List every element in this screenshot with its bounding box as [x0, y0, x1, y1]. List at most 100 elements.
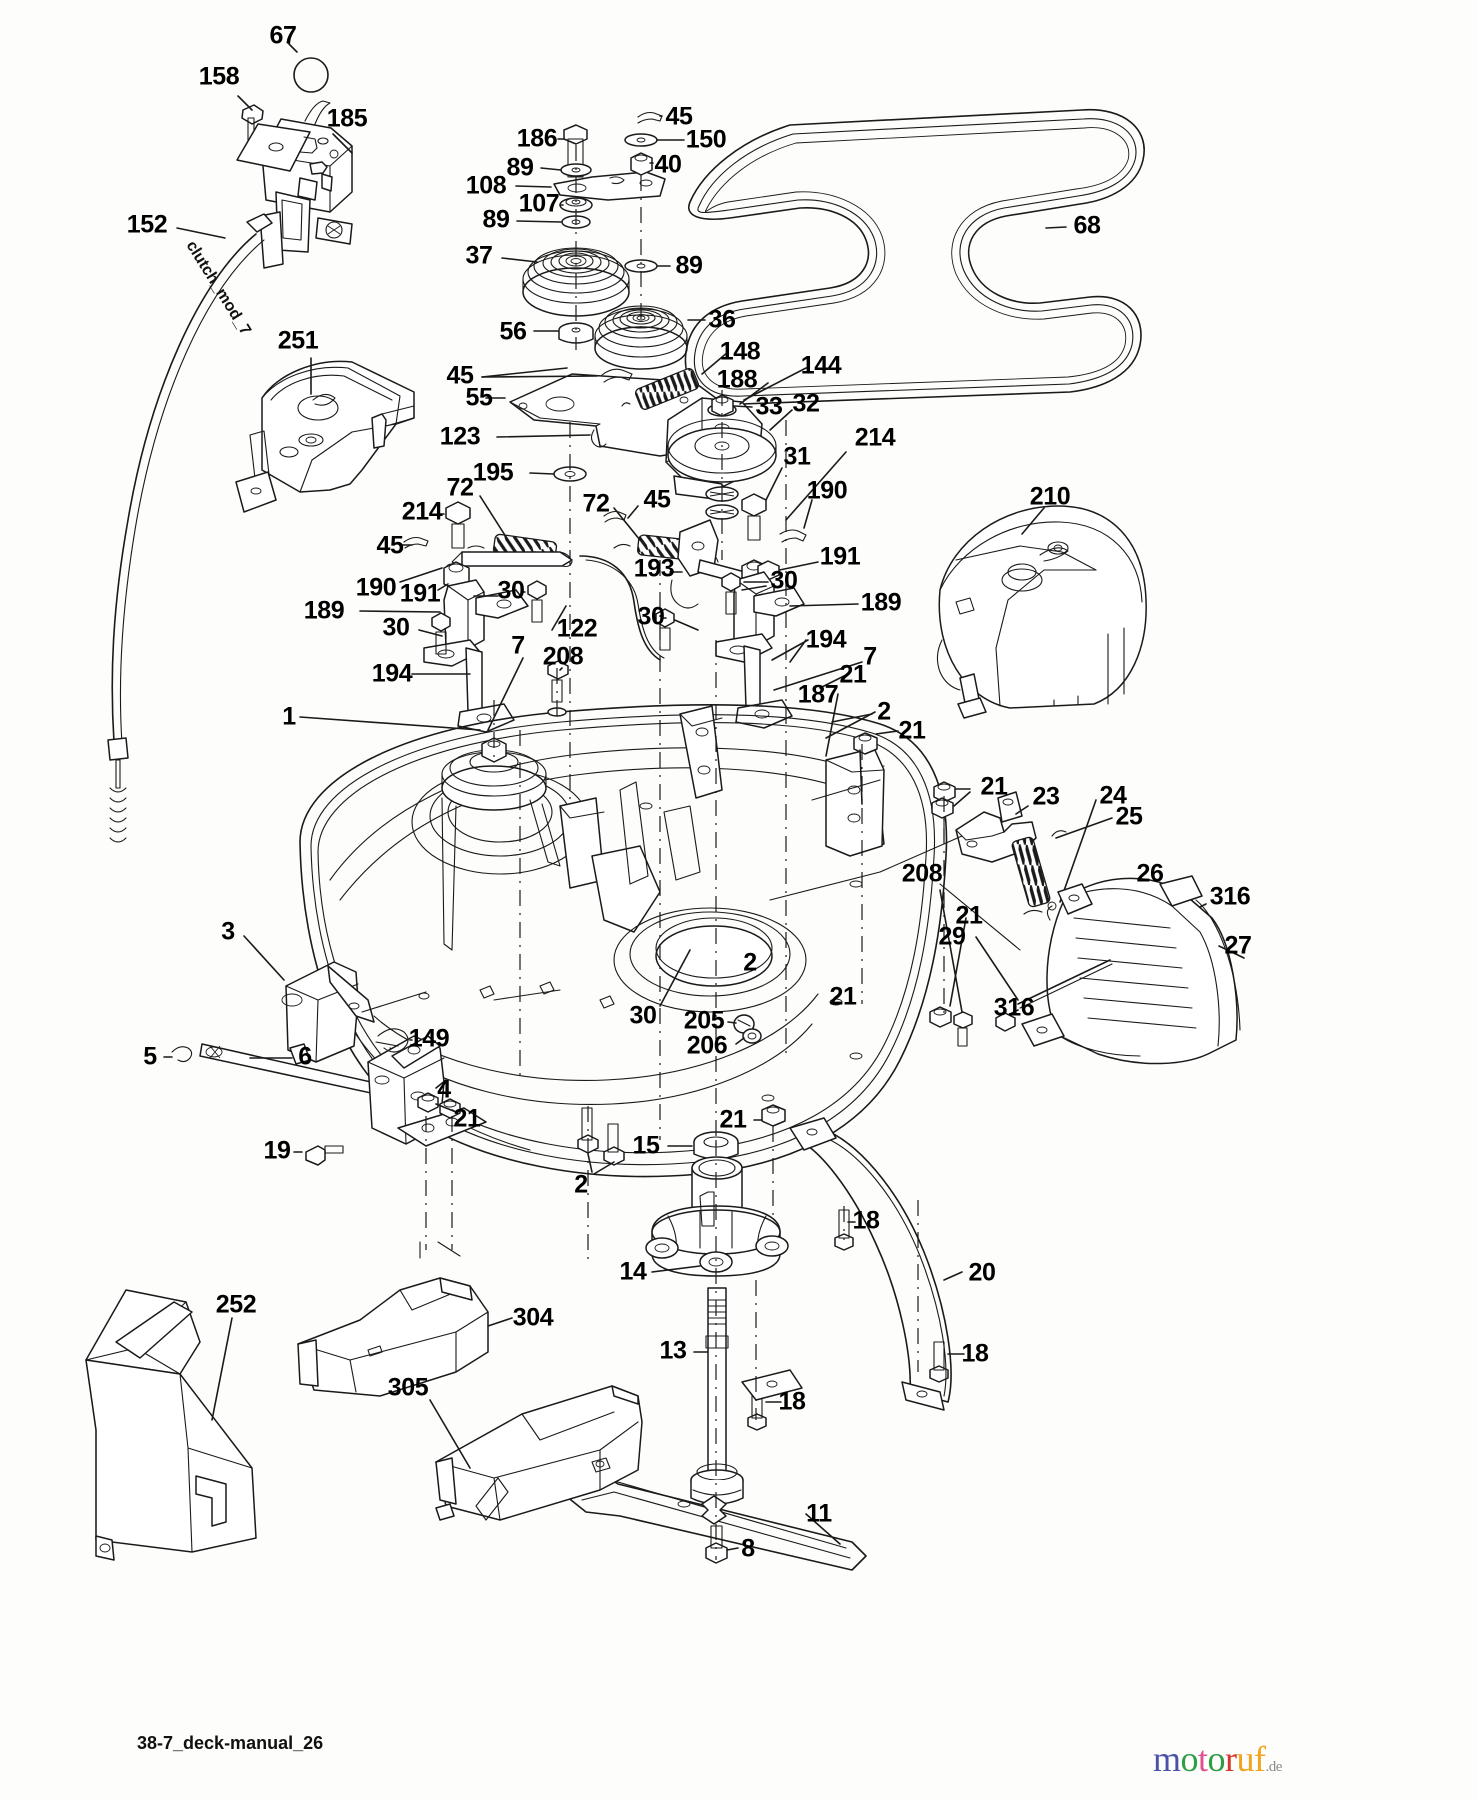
callout-191: 191 — [399, 579, 441, 608]
callout-2: 2 — [574, 1170, 588, 1199]
callout-187: 187 — [797, 680, 839, 709]
callout-11: 11 — [806, 1499, 832, 1528]
part-4-bracket — [367, 1035, 487, 1147]
part-89-washer-c — [624, 175, 671, 330]
callout-194: 194 — [371, 659, 413, 688]
part-18-bolt-b — [929, 1341, 965, 1383]
callout-45: 45 — [376, 531, 404, 560]
callout-89: 89 — [506, 153, 534, 182]
callout-23: 23 — [1032, 782, 1060, 811]
part-122-rod — [451, 551, 665, 661]
callout-89: 89 — [482, 205, 510, 234]
callout-32: 32 — [792, 389, 820, 418]
watermark-letter-5: u — [1236, 1739, 1255, 1779]
part-8-blade-bolt — [705, 1140, 739, 1564]
watermark-letter-1: o — [1180, 1739, 1199, 1779]
callout-21: 21 — [980, 772, 1008, 801]
part-2-bolt-a — [831, 713, 873, 723]
callout-2: 2 — [877, 697, 891, 726]
part-30-bolt-b — [521, 580, 547, 623]
watermark-letter-4: r — [1225, 1739, 1237, 1779]
callout-45: 45 — [643, 485, 671, 514]
callout-189: 189 — [860, 588, 902, 617]
callout-56: 56 — [499, 317, 527, 346]
part-21-lead-a — [819, 675, 845, 689]
callout-45: 45 — [446, 361, 474, 390]
callout-21: 21 — [898, 716, 926, 745]
watermark-letter-0: m — [1153, 1739, 1181, 1779]
part-45-cotter-pin-a — [637, 111, 663, 124]
part-30-bolt-a — [431, 612, 451, 655]
part-7-spacer-b — [773, 661, 863, 691]
callout-7: 7 — [511, 631, 525, 660]
part-185-clutch-bracket — [236, 100, 353, 269]
callout-72: 72 — [446, 473, 474, 502]
part-3-bracket — [243, 935, 375, 1065]
callout-37: 37 — [465, 241, 493, 270]
part-158-bolt — [237, 95, 264, 149]
part-27-discharge-chute — [1021, 875, 1245, 1065]
part-29-rod — [975, 936, 1113, 1009]
callout-144: 144 — [800, 351, 842, 380]
part-13-spindle-shaft — [690, 1287, 744, 1505]
part-2-bolts-lower — [577, 1107, 625, 1175]
part-67-cap — [288, 43, 329, 93]
callout-190: 190 — [806, 476, 848, 505]
part-252-baffle — [85, 1289, 257, 1561]
part-19-screw — [293, 1145, 344, 1166]
part-30-bolt-d — [721, 572, 769, 615]
part-36-pulley — [594, 305, 706, 370]
part-56-cap — [533, 145, 594, 350]
callout-123: 123 — [439, 422, 481, 451]
callout-13: 13 — [659, 1336, 687, 1365]
part-45-cotter-pin-b — [481, 367, 633, 383]
part-206-washer — [735, 1028, 762, 1045]
callout-24: 24 — [1099, 781, 1127, 810]
part-251-mulch-cover — [235, 357, 415, 513]
part-20-deflector — [741, 1117, 963, 1411]
callout-188: 188 — [716, 365, 758, 394]
part-25-spring — [1011, 817, 1113, 915]
callout-31: 31 — [783, 442, 811, 471]
callout-191: 191 — [819, 542, 861, 571]
callout-18: 18 — [961, 1339, 989, 1368]
callout-21: 21 — [829, 982, 857, 1011]
callout-20: 20 — [968, 1258, 996, 1287]
part-40-nut — [630, 152, 654, 176]
callout-108: 108 — [465, 171, 507, 200]
callout-27: 27 — [1224, 931, 1252, 960]
callout-148: 148 — [719, 337, 761, 366]
watermark-letter-2: t — [1198, 1739, 1208, 1779]
callout-30: 30 — [637, 602, 665, 631]
callout-107: 107 — [518, 189, 560, 218]
watermark-suffix: .de — [1265, 1759, 1283, 1775]
callout-14: 14 — [619, 1257, 647, 1286]
callout-195: 195 — [472, 458, 514, 487]
callout-45: 45 — [665, 102, 693, 131]
part-37-pulley — [501, 247, 630, 317]
part-5-cotter-clip — [163, 1046, 193, 1063]
part-149-hairpin — [375, 1028, 413, 1053]
callout-152: 152 — [126, 210, 168, 239]
callout-72: 72 — [582, 489, 610, 518]
callout-194: 194 — [805, 625, 847, 654]
part-31-bolt — [741, 467, 783, 541]
callout-214: 214 — [401, 497, 443, 526]
callout-30: 30 — [497, 576, 525, 605]
part-316-screw-b — [995, 1009, 1019, 1032]
watermark-letter-3: o — [1207, 1739, 1226, 1779]
part-21-nut-d — [929, 917, 967, 1028]
part-89-washer-a — [540, 163, 592, 177]
callout-252: 252 — [215, 1290, 257, 1319]
part-21-nut-a — [853, 730, 899, 805]
callout-185: 185 — [326, 104, 368, 133]
callout-68: 68 — [1073, 211, 1101, 240]
part-208-washers-stack — [705, 390, 739, 560]
part-152-clutch-cable — [107, 213, 273, 843]
callout-18: 18 — [778, 1387, 806, 1416]
construction-lines — [361, 420, 1021, 1420]
callout-206: 206 — [686, 1031, 728, 1060]
callout-21: 21 — [955, 901, 983, 930]
callout-304: 304 — [512, 1303, 554, 1332]
